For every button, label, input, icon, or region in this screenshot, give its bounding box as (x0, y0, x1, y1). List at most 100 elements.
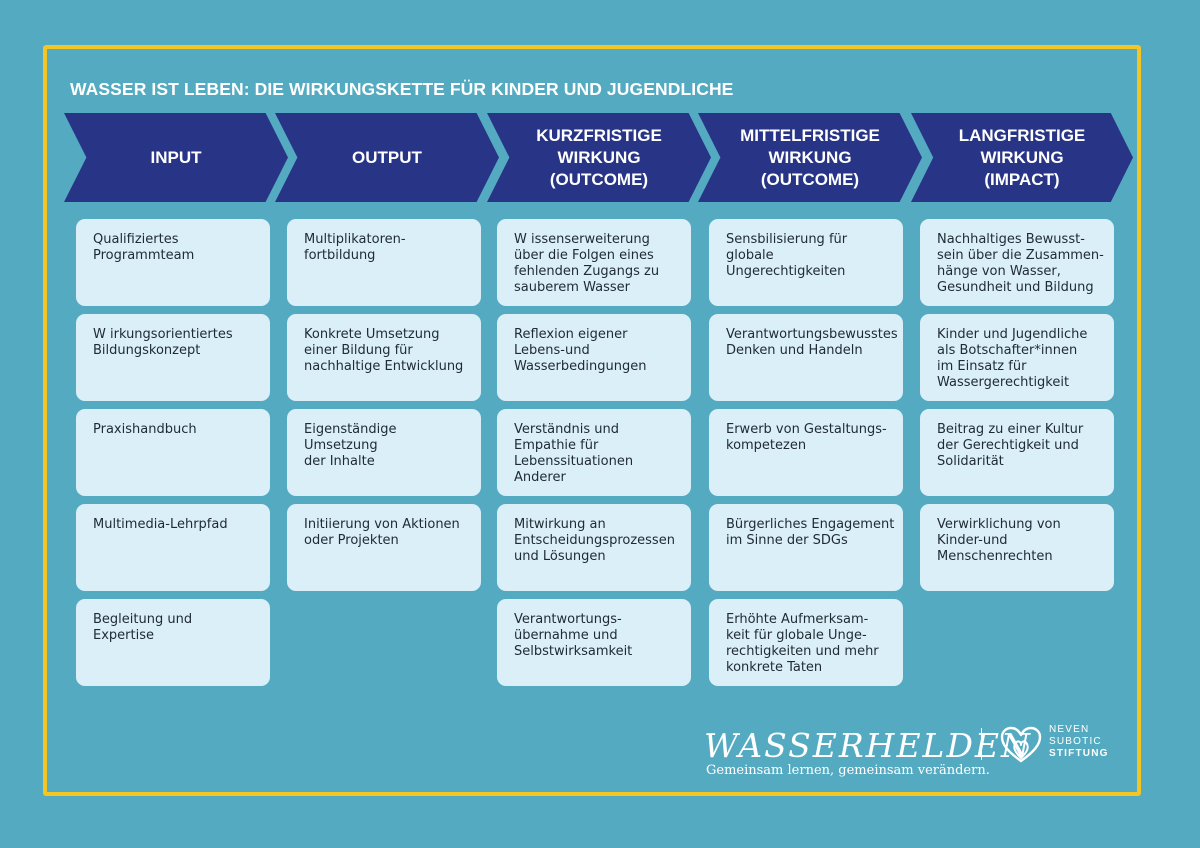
box-text-line: Praxishandbuch (93, 422, 197, 437)
box-text-line: Umsetzung (304, 438, 378, 453)
box-text-line: Lebens-und (514, 343, 590, 358)
box-text-line: Erhöhte Aufmerksam- (726, 612, 869, 627)
box-text-line: globale (726, 248, 774, 263)
box-text-line: Beitrag zu einer Kultur (937, 422, 1084, 437)
outcome-box: Multiplikatoren-fortbildung (287, 219, 481, 306)
box-text-line: Nachhaltiges Bewusst- (937, 232, 1085, 247)
outcome-box: Praxishandbuch (76, 409, 270, 496)
box-text-line: übernahme und (514, 628, 618, 643)
box-text-line: Multiplikatoren- (304, 232, 406, 247)
box-text-line: Initiierung von Aktionen (304, 517, 460, 532)
page-title: WASSER IST LEBEN: DIE WIRKUNGSKETTE FÜR … (70, 79, 734, 99)
box-text-line: Kinder-und (937, 533, 1008, 548)
box-text-line: Erwerb von Gestaltungs- (726, 422, 887, 437)
box-text-line: Denken und Handeln (726, 343, 863, 358)
stage-label-line: OUTPUT (352, 147, 422, 167)
box-text-line: Entscheidungsprozessen (514, 533, 675, 548)
box-text-line: Anderer (514, 470, 566, 485)
box-text-line: Qualifiziertes (93, 232, 179, 247)
stage-label-line: INPUT (150, 147, 202, 167)
box-text-line: der Gerechtigkeit und (937, 438, 1079, 453)
stage-label-line: LANGFRISTIGE (958, 125, 1086, 145)
stage-label-line: (IMPACT) (984, 169, 1060, 189)
stage-label: INPUT (64, 113, 288, 202)
org-name-line: STIFTUNG (1049, 748, 1109, 759)
box-text-line: Expertise (93, 628, 154, 643)
box-text-line: Sensbilisierung für (726, 232, 848, 247)
box-text-line: Wassergerechtigkeit (937, 375, 1070, 390)
box-text-line: Mitwirkung an (514, 517, 606, 532)
box-text-line: Kinder und Jugendliche (937, 327, 1088, 342)
box-text-line: Eigenständige (304, 422, 397, 437)
box-text-line: über die Folgen eines (514, 248, 654, 263)
heart-icon (1000, 726, 1042, 763)
stage-label-line: WIRKUNG (980, 147, 1064, 167)
box-text-line: Bürgerliches Engagement (726, 517, 895, 532)
brand-tagline: Gemeinsam lernen, gemeinsam verändern. (706, 763, 990, 778)
stage-label-line: (OUTCOME) (549, 169, 649, 189)
box-text-line: W issenserweiterung (514, 232, 650, 247)
box-text-line: nachhaltige Entwicklung (304, 359, 464, 374)
box-text-line: Lebenssituationen (514, 454, 634, 469)
stage-label-line: KURZFRISTIGE (536, 125, 662, 145)
box-text-line: Verständnis und (514, 422, 620, 437)
box-text-line: sauberem Wasser (514, 280, 630, 295)
box-text-line: hänge von Wasser, (937, 264, 1061, 279)
brand-wordmark: WASSERHELDEN (704, 726, 1032, 765)
box-text-line: kompetezen (726, 438, 807, 453)
stage-chevron-1: INPUT (64, 113, 288, 202)
box-text-line: Begleitung und (93, 612, 193, 627)
outcome-box: Erhöhte Aufmerksam-keit für globale Unge… (709, 599, 903, 686)
box-text-line: einer Bildung für (304, 343, 413, 358)
box-text-line: rechtigkeiten und mehr (726, 644, 879, 659)
box-text-line: Solidarität (937, 454, 1004, 469)
outcome-box: Multimedia-Lehrpfad (76, 504, 270, 591)
box-text-line: fortbildung (304, 248, 376, 263)
stage-label-line: WIRKUNG (768, 147, 852, 167)
box-text-line: Verwirklichung von (937, 517, 1061, 532)
logo-divider (981, 728, 982, 760)
org-name-line: NEVEN (1049, 724, 1090, 735)
box-text-line: Selbstwirksamkeit (514, 644, 633, 659)
box-text-line: W irkungsorientiertes (93, 327, 233, 342)
box-text-line: Menschenrechten (937, 549, 1053, 564)
box-text-line: fehlenden Zugangs zu (514, 264, 660, 279)
box-text-line: Konkrete Umsetzung (304, 327, 440, 342)
box-text-line: im Sinne der SDGs (726, 533, 848, 548)
stage-label-line: MITTELFRISTIGE (740, 125, 880, 145)
outcome-box: Erwerb von Gestaltungs-kompetezen (709, 409, 903, 496)
box-text-line: und Lösungen (514, 549, 606, 564)
box-text-line: Verantwortungs- (514, 612, 622, 627)
box-text-line: Ungerechtigkeiten (726, 264, 846, 279)
org-name-line: SUBOTIC (1049, 736, 1102, 747)
box-text-line: sein über die Zusammen- (937, 248, 1104, 263)
box-text-line: Empathie für (514, 438, 599, 453)
box-text-line: Reflexion eigener (514, 327, 628, 342)
box-text-line: Verantwortungsbewusstes (726, 327, 898, 342)
box-text-line: als Botschafter*innen (937, 343, 1078, 358)
box-text-line: der Inhalte (304, 454, 375, 469)
yellow-frame (43, 45, 1141, 796)
